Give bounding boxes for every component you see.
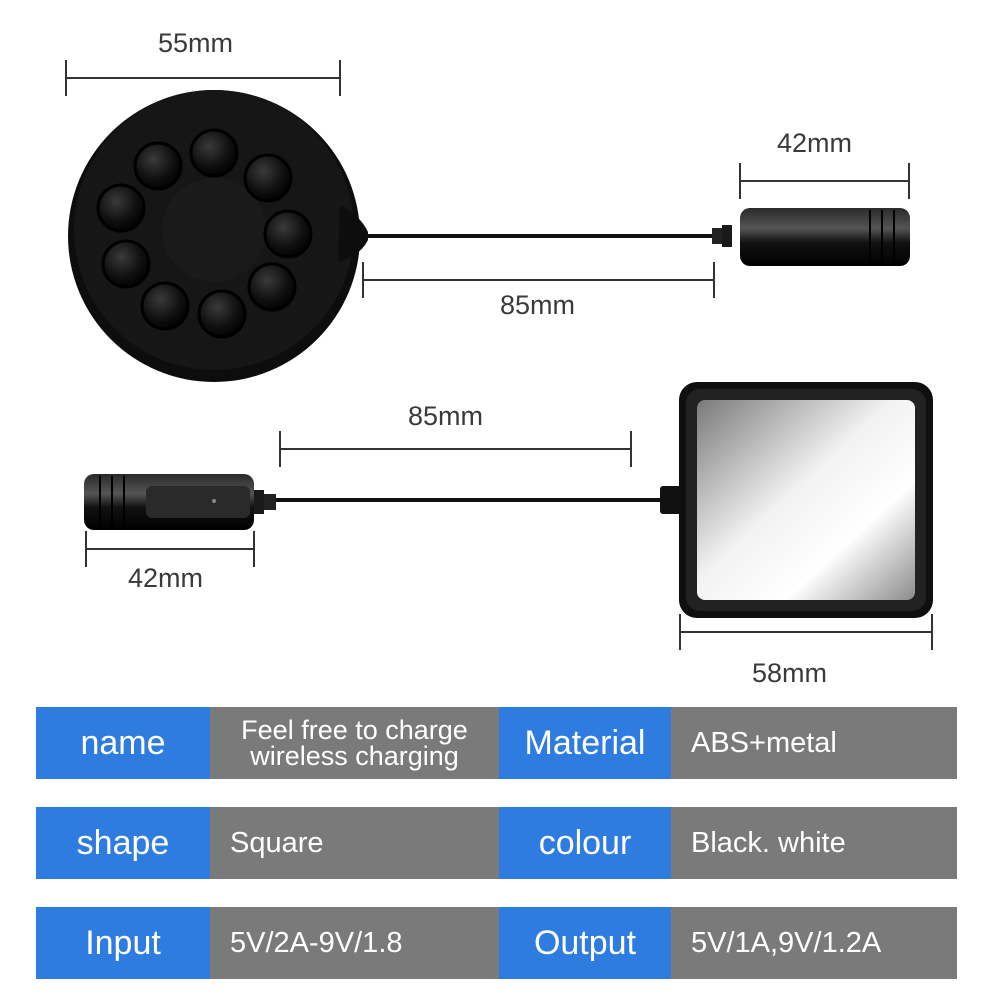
- dimension-line-square-pad: [679, 614, 933, 650]
- spec-key-input: Input: [36, 907, 210, 979]
- bottom-plug: [84, 474, 276, 530]
- spec-value-colour: Black. white: [671, 807, 957, 879]
- spec-key-output: Output: [499, 907, 671, 979]
- dimension-line-top-plug: [739, 163, 910, 199]
- spec-key-name: name: [36, 707, 210, 779]
- dimension-label-top-plug: 42mm: [777, 128, 853, 158]
- suction-cups: [96, 128, 313, 339]
- product-diagram: [65, 60, 933, 650]
- spec-key-shape: shape: [36, 807, 210, 879]
- dimension-label-bottom-cable: 85mm: [408, 401, 484, 431]
- spec-value-shape: Square: [210, 807, 499, 879]
- spec-value-output: 5V/1A,9V/1.2A: [671, 907, 957, 979]
- spec-value-name-line1: Feel free to charge: [241, 715, 468, 745]
- spec-value-name: Feel free to charge wireless charging: [210, 707, 499, 779]
- spec-row-name: name Feel free to charge wireless chargi…: [36, 707, 957, 779]
- dimension-label-bottom-plug: 42mm: [128, 563, 204, 593]
- dimension-line-round-pad: [65, 60, 341, 96]
- spec-value-material: ABS+metal: [671, 707, 957, 779]
- dimension-line-top-cable: [362, 262, 715, 298]
- dimension-line-bottom-cable: [279, 431, 632, 467]
- spec-value-input: 5V/2A-9V/1.8: [210, 907, 499, 979]
- round-suction-pad: [68, 90, 368, 382]
- top-plug: [740, 208, 910, 266]
- dimension-label-top-cable: 85mm: [500, 290, 576, 320]
- spec-row-input: Input 5V/2A-9V/1.8 Output 5V/1A,9V/1.2A: [36, 907, 957, 979]
- spec-row-shape: shape Square colour Black. white: [36, 807, 957, 879]
- dimension-line-bottom-plug: [85, 531, 255, 567]
- square-pad: [679, 382, 933, 618]
- spec-key-material: Material: [499, 707, 671, 779]
- dimension-label-round-pad: 55mm: [158, 28, 234, 58]
- dimension-label-square-pad: 58mm: [752, 658, 828, 688]
- spec-value-name-line2: wireless charging: [250, 741, 459, 771]
- spec-key-colour: colour: [499, 807, 671, 879]
